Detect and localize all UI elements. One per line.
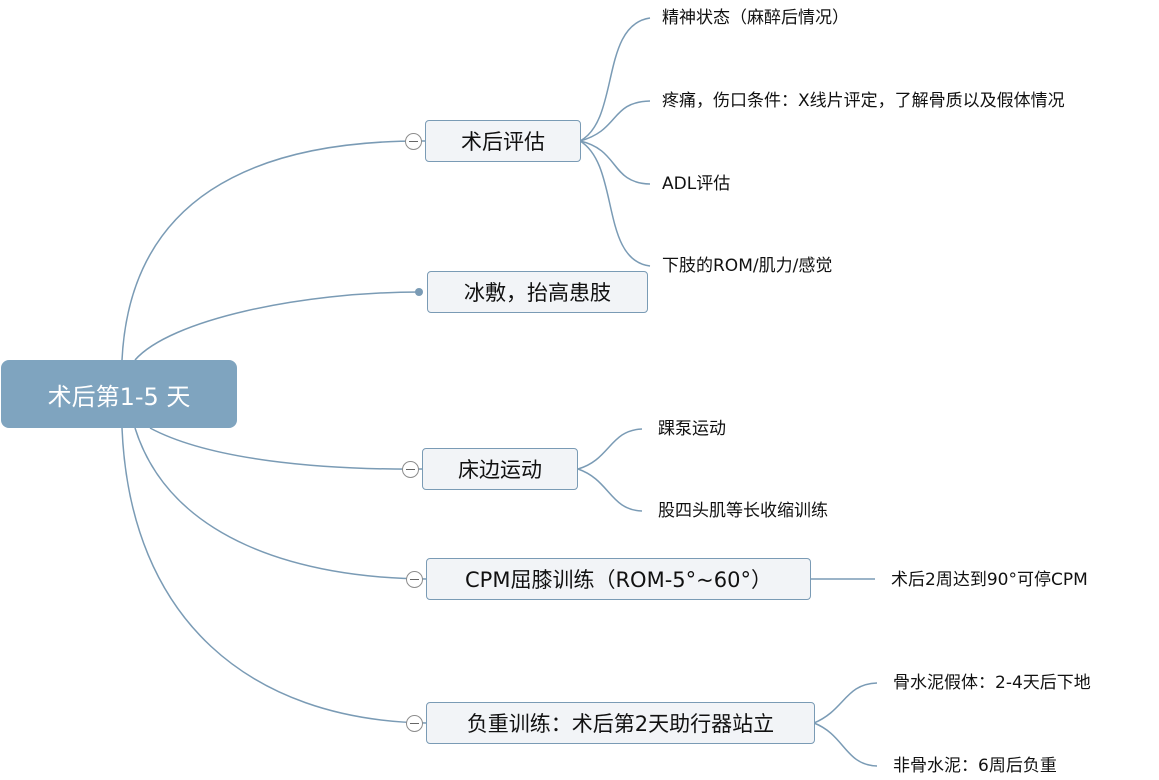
connector-topic-1-child-1 xyxy=(579,17,651,142)
subtopic-label: 下肢的ROM/肌力/感觉 xyxy=(662,256,833,276)
subtopic-label: 疼痛，伤口条件：X线片评定，了解骨质以及假体情况 xyxy=(662,91,1065,111)
connector-topic-5-child-2 xyxy=(813,722,878,767)
root-label: 术后第1-5 天 xyxy=(47,382,191,411)
collapse-toggle-icon[interactable] xyxy=(406,571,423,588)
topic-label: CPM屈膝训练（ROM-5°~60°） xyxy=(465,568,772,592)
connector-root-topic-1 xyxy=(121,140,426,361)
topic-label: 负重训练：术后第2天助行器站立 xyxy=(466,712,775,736)
connector-topic-1-child-3 xyxy=(579,140,651,185)
connector-root-topic-5 xyxy=(121,427,427,724)
topic-label: 冰敷，抬高患肢 xyxy=(464,281,611,305)
subtopic-pain-wound[interactable]: 疼痛，伤口条件：X线片评定，了解骨质以及假体情况 xyxy=(662,90,1065,112)
subtopic-cemented-prosthesis[interactable]: 骨水泥假体：2-4天后下地 xyxy=(893,672,1091,694)
subtopic-stop-cpm[interactable]: 术后2周达到90°可停CPM xyxy=(891,569,1088,591)
topic-weight-bearing[interactable]: 负重训练：术后第2天助行器站立 xyxy=(426,702,815,744)
subtopic-label: 股四头肌等长收缩训练 xyxy=(658,501,828,521)
subtopic-label: 非骨水泥：6周后负重 xyxy=(893,756,1057,776)
topic-label: 床边运动 xyxy=(458,458,542,482)
connector-root-topic-2 xyxy=(134,291,421,361)
branch-end-dot-icon xyxy=(415,288,423,296)
connector-root-topic-4 xyxy=(134,427,427,580)
connector-topic-3-child-1 xyxy=(577,428,643,470)
subtopic-label: 骨水泥假体：2-4天后下地 xyxy=(893,673,1091,693)
topic-ice-elevate[interactable]: 冰敷，抬高患肢 xyxy=(427,271,648,313)
subtopic-label: 精神状态（麻醉后情况） xyxy=(662,8,849,28)
subtopic-quadriceps-isometric[interactable]: 股四头肌等长收缩训练 xyxy=(658,500,828,522)
topic-bedside-exercise[interactable]: 床边运动 xyxy=(422,448,578,490)
connector-topic-1-child-4 xyxy=(579,140,651,267)
subtopic-label: ADL评估 xyxy=(662,174,731,194)
connector-topic-1-child-2 xyxy=(579,100,651,142)
subtopic-label: 踝泵运动 xyxy=(658,419,726,439)
subtopic-adl-assessment[interactable]: ADL评估 xyxy=(662,173,730,195)
subtopic-rom-strength-sensation[interactable]: 下肢的ROM/肌力/感觉 xyxy=(662,255,832,277)
subtopic-mental-state[interactable]: 精神状态（麻醉后情况） xyxy=(662,7,849,29)
connector-topic-3-child-2 xyxy=(577,468,643,512)
collapse-toggle-icon[interactable] xyxy=(406,715,423,732)
topic-label: 术后评估 xyxy=(461,130,545,154)
connector-topic-5-child-1 xyxy=(813,682,878,724)
subtopic-cementless[interactable]: 非骨水泥：6周后负重 xyxy=(893,755,1057,777)
topic-post-op-assessment[interactable]: 术后评估 xyxy=(425,120,581,162)
subtopic-label: 术后2周达到90°可停CPM xyxy=(891,570,1088,590)
collapse-toggle-icon[interactable] xyxy=(405,133,422,150)
collapse-toggle-icon[interactable] xyxy=(402,461,419,478)
root-topic[interactable]: 术后第1-5 天 xyxy=(1,360,237,428)
topic-cpm-knee-flexion[interactable]: CPM屈膝训练（ROM-5°~60°） xyxy=(426,558,811,600)
connector-root-topic-3 xyxy=(149,427,423,470)
subtopic-ankle-pump[interactable]: 踝泵运动 xyxy=(658,418,726,440)
